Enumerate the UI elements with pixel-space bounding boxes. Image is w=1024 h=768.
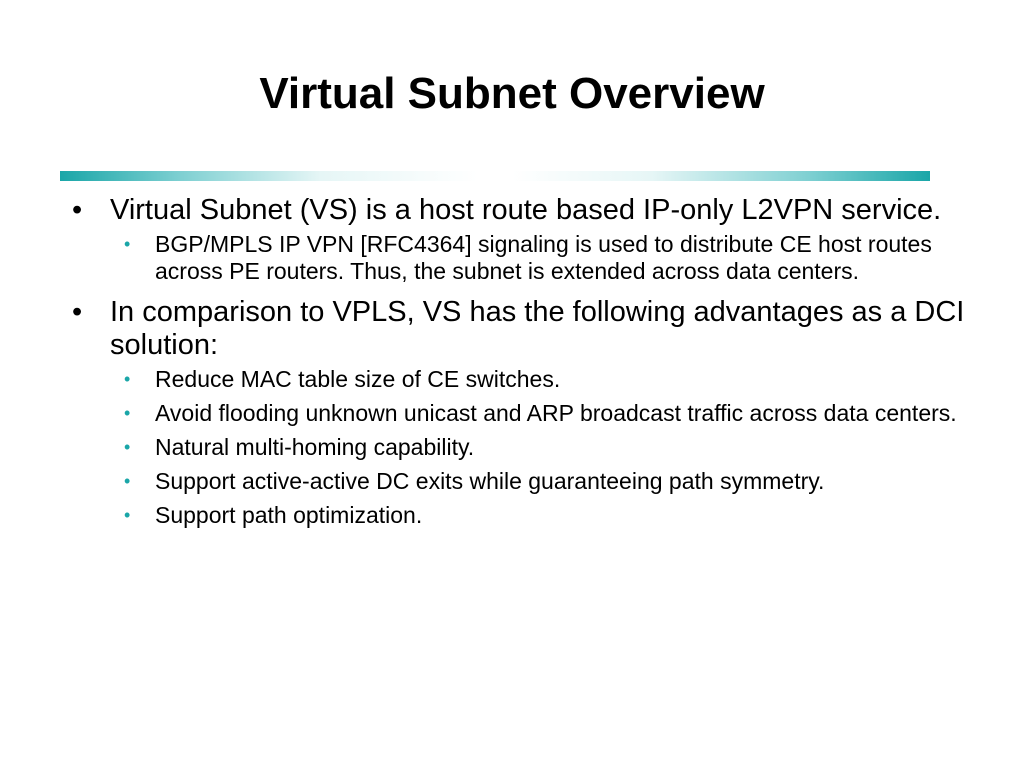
bullet-text: Virtual Subnet (VS) is a host route base… (110, 194, 942, 226)
bullet-text: In comparison to VPLS, VS has the follow… (110, 296, 965, 361)
sub-bullet-text: Support path optimization. (155, 502, 423, 528)
sub-bullet-dot-icon: • (124, 505, 131, 525)
sub-bullet-dot-icon: • (124, 437, 131, 457)
sub-bullet-item: • Reduce MAC table size of CE switches. (110, 366, 982, 393)
sub-bullet-text: Reduce MAC table size of CE switches. (155, 366, 561, 392)
bullet-item: • In comparison to VPLS, VS has the foll… (72, 296, 982, 362)
sub-bullet-item: • Natural multi-homing capability. (110, 434, 982, 461)
sub-bullet-item: • Support path optimization. (110, 502, 982, 529)
bullet-item: • Virtual Subnet (VS) is a host route ba… (72, 194, 982, 227)
sub-bullet-dot-icon: • (124, 471, 131, 491)
sub-bullet-item: • BGP/MPLS IP VPN [RFC4364] signaling is… (110, 231, 982, 285)
sub-bullet-dot-icon: • (124, 369, 131, 389)
sub-bullet-list: • BGP/MPLS IP VPN [RFC4364] signaling is… (72, 231, 982, 285)
sub-bullet-text: BGP/MPLS IP VPN [RFC4364] signaling is u… (155, 231, 932, 284)
bullet-list: • Virtual Subnet (VS) is a host route ba… (72, 194, 982, 536)
sub-bullet-dot-icon: • (124, 403, 131, 423)
sub-bullet-dot-icon: • (124, 234, 131, 254)
sub-bullet-text: Support active-active DC exits while gua… (155, 468, 825, 494)
title-divider (60, 171, 930, 181)
bullet-dot-icon: • (72, 194, 83, 226)
slide-title: Virtual Subnet Overview (259, 69, 765, 118)
sub-bullet-text: Avoid flooding unknown unicast and ARP b… (155, 400, 957, 426)
bullet-dot-icon: • (72, 296, 83, 328)
sub-bullet-item: • Avoid flooding unknown unicast and ARP… (110, 400, 982, 427)
sub-bullet-list: • Reduce MAC table size of CE switches. … (72, 366, 982, 529)
sub-bullet-item: • Support active-active DC exits while g… (110, 468, 982, 495)
sub-bullet-text: Natural multi-homing capability. (155, 434, 475, 460)
